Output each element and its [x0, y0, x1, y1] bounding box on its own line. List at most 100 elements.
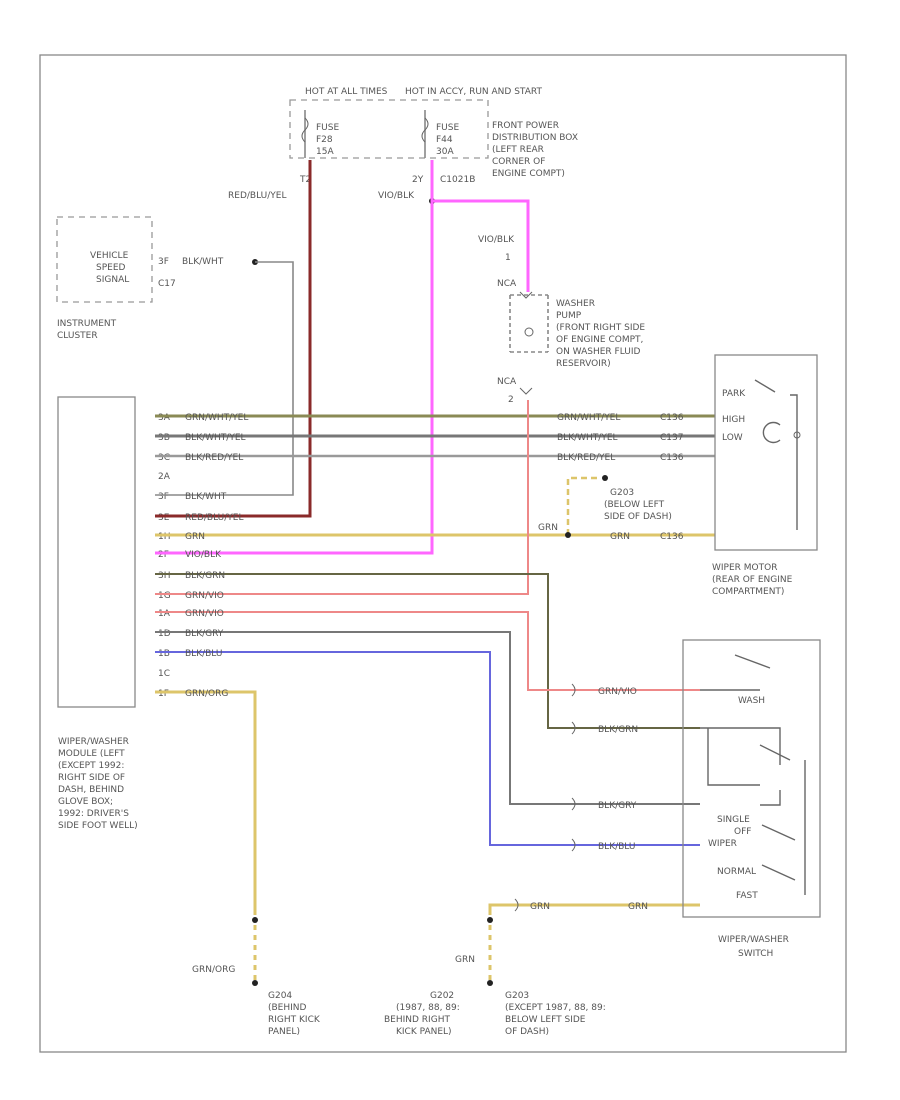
fuse-left-wire-label: RED/BLU/YEL: [228, 191, 286, 201]
module-pin: 3A: [158, 413, 171, 423]
g204-label-1: G204: [268, 991, 292, 1001]
intermittent-lead: [760, 790, 781, 806]
bridge-lead: [707, 728, 760, 786]
g202-label-b-3: BELOW LEFT SIDE: [505, 1015, 586, 1025]
motor-wire-1: GRN/WHT/YEL: [557, 413, 620, 423]
motor-pin-high: HIGH: [722, 415, 745, 425]
module-pin: 3E: [158, 513, 170, 523]
distribution-box-label-1: FRONT POWER: [492, 121, 559, 131]
switch-wire-1: GRN/VIO: [598, 687, 637, 697]
module-pin: 1B: [158, 649, 170, 659]
motor-connector-3: C136: [660, 453, 684, 463]
diagram-frame: [39, 54, 847, 1053]
washer-pump-label-1: WASHER: [556, 299, 595, 309]
module-label-6: GLOVE BOX;: [58, 797, 113, 807]
wiper-switch-label-2: SWITCH: [738, 949, 773, 959]
switch-wire-5: GRN: [530, 902, 550, 912]
g204-label-3: RIGHT KICK: [268, 1015, 321, 1025]
fuse-f28-icon: [301, 117, 309, 143]
module-pin: 1H: [158, 532, 171, 542]
washer-pump-top-pin: 1: [505, 253, 511, 263]
module-pin: 1C: [158, 669, 170, 679]
g203-label-3: SIDE OF DASH): [604, 512, 672, 522]
g204-label-2: (BEHIND: [268, 1003, 307, 1013]
g202-label-a-2: (1987, 88, 89:: [396, 1003, 460, 1013]
g203-wire-label: GRN: [538, 523, 558, 533]
fuse-left-line-1: FUSE: [316, 123, 339, 133]
module-wire-labels: GRN/WHT/YELBLK/WHT/YELBLK/RED/YELBLK/WHT…: [185, 413, 248, 699]
distribution-box-label-5: ENGINE COMPT): [492, 169, 565, 179]
washer-pump-label-6: RESERVOIR): [556, 359, 611, 369]
park-switch-icon: [754, 379, 776, 393]
module-wire-label: BLK/WHT/YEL: [185, 433, 246, 443]
ground-g203-dot: [602, 475, 608, 481]
module-pin: 1F: [158, 689, 169, 699]
wiper-motor-label-3: COMPARTMENT): [712, 587, 784, 597]
wire-vio-blk-pump: [432, 199, 530, 292]
g204-wire-label: GRN/ORG: [192, 965, 235, 975]
module-wire-label: GRN: [185, 532, 205, 542]
module-wire-label: GRN/WHT/YEL: [185, 413, 248, 423]
module-pin: 1D: [158, 629, 171, 639]
wiper-washer-switch: GRN/VIO BLK/GRN BLK/GRY BLK/BLU GRN GRN …: [514, 639, 821, 959]
washer-pump-top-wire: VIO/BLK: [478, 235, 515, 245]
vehicle-speed-line-1: VEHICLE: [90, 251, 129, 261]
connector-icon: [514, 898, 519, 912]
vehicle-speed-line-2: SPEED: [96, 263, 126, 273]
wire-red-blu-yel: [155, 160, 312, 518]
module-wire-label: BLK/GRN: [185, 571, 225, 581]
grounds: GRN G203 (BELOW LEFT SIDE OF DASH) GRN/O…: [192, 488, 672, 1037]
wire-grn-vio-switch: [155, 611, 700, 691]
ground-g204-dot: [252, 980, 258, 986]
wiper-motor-label-2: (REAR OF ENGINE: [712, 575, 793, 585]
switch-wire-3: BLK/GRY: [598, 801, 637, 811]
module-label-1: WIPER/WASHER: [58, 737, 129, 747]
module-label-8: SIDE FOOT WELL): [58, 821, 138, 831]
instrument-cluster-connector: C17: [158, 279, 176, 289]
module-pin: 3F: [158, 492, 169, 502]
ground-g202-splice: [487, 917, 493, 923]
fuse-right-connector: C1021B: [440, 175, 475, 185]
module-wire-label: RED/BLU/YEL: [185, 513, 243, 523]
switch-wire-4: BLK/BLU: [598, 842, 635, 852]
washer-pump-label-3: (FRONT RIGHT SIDE: [556, 323, 645, 333]
motor-pin-park: PARK: [722, 389, 746, 399]
fuse-left-line-2: F28: [316, 135, 333, 145]
washer-pump-label-2: PUMP: [556, 311, 582, 321]
wire-harness: [155, 160, 715, 986]
module-pin: 3C: [158, 453, 170, 463]
switch-pos-wiper: WIPER: [708, 839, 737, 849]
distribution-box-label-4: CORNER OF: [492, 157, 545, 167]
instrument-cluster-wire: BLK/WHT: [182, 257, 224, 267]
module-label-4: RIGHT SIDE OF: [58, 773, 125, 783]
washer-pump-top-connector-icon: [519, 291, 533, 299]
wire-grn-org: [155, 690, 257, 915]
g202-label-b-2: (EXCEPT 1987, 88, 89:: [505, 1003, 606, 1013]
washer-pump-label-5: ON WASHER FLUID: [556, 347, 641, 357]
module-pin: 1G: [158, 591, 171, 601]
fuse-right-line-3: 30A: [436, 147, 454, 157]
module-label-5: DASH, BEHIND: [58, 785, 124, 795]
wire-blk-blu-switch: [155, 651, 700, 846]
module-pin: 2A: [158, 472, 171, 482]
fuse-right-line-2: F44: [436, 135, 453, 145]
switch-pos-single: SINGLE: [717, 815, 750, 825]
wire-grn-g203: [566, 476, 600, 535]
distribution-box-label-2: DISTRIBUTION BOX: [492, 133, 578, 143]
g202-label-a-4: KICK PANEL): [396, 1027, 452, 1037]
washer-pump-bottom-connector-icon: [519, 387, 533, 395]
ground-g202-dot: [487, 980, 493, 986]
wiper-motor-label-1: WIPER MOTOR: [712, 563, 777, 573]
switch-pos-normal: NORMAL: [717, 867, 756, 877]
module-pin: 3H: [158, 571, 171, 581]
module-pin: 1A: [158, 609, 171, 619]
module-wire-label: GRN/VIO: [185, 591, 224, 601]
wiper-switch-label-1: WIPER/WASHER: [718, 935, 789, 945]
switch-pos-wash: WASH: [738, 696, 765, 706]
module-wire-label: BLK/WHT: [185, 492, 227, 502]
switch-wire-6: GRN: [628, 902, 648, 912]
washer-pump-bottom-pin: 2: [508, 395, 514, 405]
